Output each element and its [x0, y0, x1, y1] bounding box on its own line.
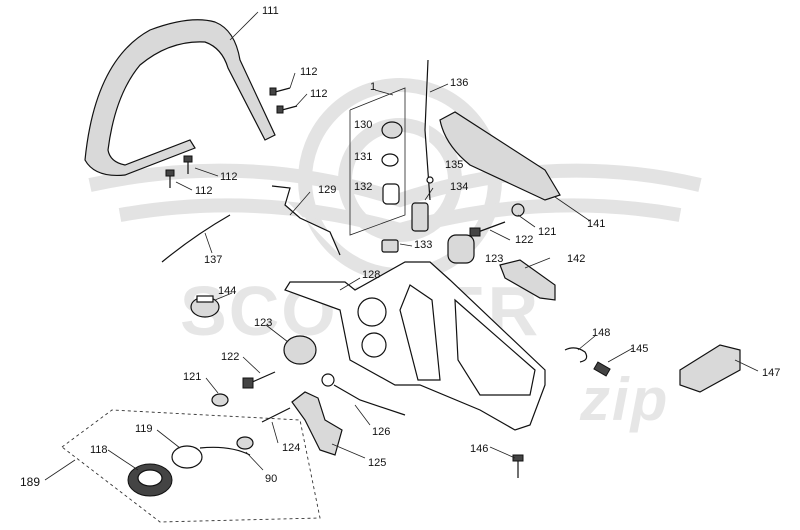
label-1: 1: [370, 81, 376, 93]
label-128: 128: [362, 269, 380, 281]
cap-kit-box-189: [61, 409, 321, 523]
label-112-b: 112: [310, 88, 328, 100]
throttle-lever-part-125: [291, 391, 343, 456]
fuel-line-part-136: [424, 59, 431, 201]
leader-lines: [44, 11, 759, 481]
chain-catcher-part-147: [679, 344, 741, 393]
label-131: 131: [354, 151, 372, 163]
watermark-subtext: zip: [579, 366, 669, 433]
screw-part-145: [593, 361, 611, 377]
label-133: 133: [414, 239, 432, 251]
buffer-part-123b: [283, 335, 317, 365]
fuel-filter-kit-box: [349, 87, 406, 236]
label-132: 132: [354, 181, 372, 193]
plug-part-121a: [511, 203, 525, 217]
fuel-pickup-cap-part-130: [381, 121, 403, 139]
screw-112-d: [165, 169, 175, 188]
screw-part-146: [512, 454, 524, 478]
cover-part-141: [439, 111, 561, 201]
label-148: 148: [592, 327, 610, 339]
label-121-a: 121: [538, 226, 556, 238]
bolt-part-122a: [469, 221, 506, 237]
label-137: 137: [204, 254, 222, 266]
retainer-part-90: [199, 436, 254, 456]
label-125: 125: [368, 457, 386, 469]
front-handle-part: [84, 19, 276, 177]
label-147: 147: [762, 367, 780, 379]
label-189: 189: [20, 475, 40, 489]
pin-part-124: [261, 407, 291, 423]
throttle-rod-part-129: [271, 185, 341, 256]
spring-part-126: [321, 373, 406, 416]
bolt-part-122b: [242, 371, 276, 389]
label-146: 146: [470, 443, 488, 455]
label-142: 142: [567, 253, 585, 265]
label-122-a: 122: [515, 234, 533, 246]
primer-bulb-part-144: [190, 295, 220, 318]
label-144: 144: [218, 285, 236, 297]
fuel-filter-part-134: [411, 202, 429, 232]
label-130: 130: [354, 119, 372, 131]
crankcase-housing-part-128: [284, 261, 546, 431]
buffer-part-123a: [447, 234, 475, 264]
label-123-b: 123: [254, 317, 272, 329]
label-123-a: 123: [485, 253, 503, 265]
label-145: 145: [630, 343, 648, 355]
screw-112-a: [269, 87, 291, 96]
label-118: 118: [90, 444, 108, 456]
label-141: 141: [587, 218, 605, 230]
label-134: 134: [450, 181, 468, 193]
hose-part-137: [161, 214, 231, 263]
label-112-a: 112: [300, 66, 318, 78]
label-124: 124: [282, 442, 300, 454]
label-136: 136: [450, 77, 468, 89]
grommet-part-131: [381, 153, 399, 167]
seal-ring-part-119: [171, 445, 203, 469]
label-111: 111: [262, 5, 279, 17]
fitting-part-135: [426, 176, 434, 184]
screw-112-b: [276, 105, 298, 114]
label-90: 90: [265, 473, 277, 485]
label-122-b: 122: [221, 351, 239, 363]
label-112-c: 112: [220, 171, 238, 183]
screw-112-c: [183, 155, 193, 174]
label-112-d: 112: [195, 185, 213, 197]
grommet-part-133: [381, 239, 399, 253]
label-121-b: 121: [183, 371, 201, 383]
bracket-part-142: [499, 259, 556, 301]
filter-part-132: [382, 183, 400, 205]
plug-part-121b: [211, 393, 229, 407]
fuel-cap-part-118: [127, 463, 173, 497]
spring-part-148: [564, 347, 588, 363]
label-129: 129: [318, 184, 336, 196]
label-119: 119: [135, 423, 153, 435]
label-135: 135: [445, 159, 463, 171]
label-126: 126: [372, 426, 390, 438]
